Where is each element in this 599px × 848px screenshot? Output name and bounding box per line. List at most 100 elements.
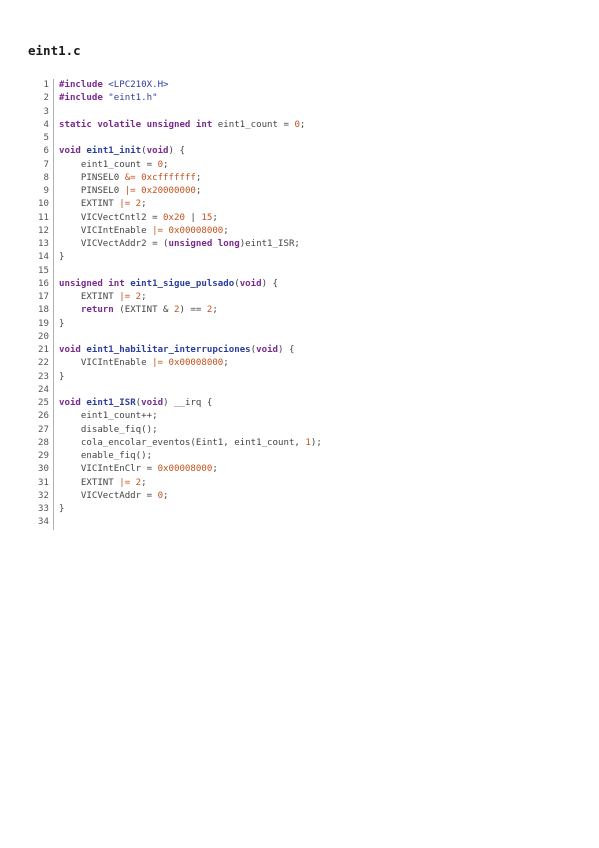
line-number: 22 (28, 357, 54, 371)
line-number: 9 (28, 185, 54, 199)
code-token: 1 (305, 437, 311, 448)
code-token: VICIntEnable (59, 225, 153, 236)
code-token: } (59, 504, 65, 514)
code-token: eint1_count = (59, 159, 158, 170)
code-text: #include <LPC210X.H> (59, 79, 169, 92)
code-token: )eint1_ISR; (239, 239, 300, 249)
code-text: eint1_count++; (59, 410, 158, 423)
code-token: } (59, 318, 65, 329)
code-line: 26 eint1_count++; (28, 410, 322, 424)
code-token: |= (119, 199, 131, 210)
code-text: VICVectAddr = 0; (59, 490, 169, 503)
code-token: 0x00008000 (168, 225, 224, 236)
code-token: void (59, 146, 81, 157)
code-text: unsigned int eint1_sigue_pulsado(void) { (59, 278, 278, 291)
code-text: eint1_count = 0; (59, 159, 169, 172)
code-text: static volatile unsigned int eint1_count… (59, 119, 305, 132)
line-number: 14 (28, 251, 54, 265)
code-token: 0 (157, 490, 164, 501)
code-token: 0x20 (163, 212, 185, 223)
code-line: 10 EXTINT |= 2; (28, 198, 322, 212)
code-token: ) == (179, 305, 207, 316)
code-token: 2 (206, 305, 213, 316)
code-text: } (59, 318, 64, 331)
code-token: disable_fiq(); (59, 424, 158, 435)
line-number: 21 (28, 344, 54, 358)
code-token: ); (310, 437, 322, 448)
code-token: |= (124, 186, 136, 196)
line-number: 5 (28, 132, 54, 146)
code-token: 0x20000000 (141, 186, 196, 196)
code-line: 30 VICIntEnClr = 0x00008000; (28, 463, 322, 477)
line-number: 34 (28, 516, 54, 530)
code-token: unsigned long (168, 239, 240, 249)
code-token (59, 305, 81, 315)
code-block: 1#include <LPC210X.H>2#include "eint1.h"… (28, 79, 322, 530)
code-text: VICVectAddr2 = (unsigned long)eint1_ISR; (59, 238, 300, 251)
code-line: 9 PINSEL0 |= 0x20000000; (28, 185, 322, 199)
code-token: &= (124, 172, 136, 183)
code-token: VICVectCntl2 = (59, 212, 164, 223)
code-token: ; (223, 358, 229, 369)
code-text: VICIntEnable |= 0x00008000; (59, 357, 229, 370)
code-token: ; (163, 159, 169, 170)
code-token: VICIntEnClr = (59, 464, 158, 475)
code-line: 32 VICVectAddr = 0; (28, 489, 322, 503)
line-number: 13 (28, 238, 54, 252)
code-line: 25 void eint1_ISR(void) __irq { (28, 397, 322, 411)
code-token: 2 (174, 305, 180, 316)
code-token: 0 (294, 119, 300, 130)
code-text: PINSEL0 &= 0xcfffffff; (59, 172, 201, 185)
code-line: 5 (28, 132, 322, 146)
code-token: ) { (278, 345, 295, 355)
code-line: 2#include "eint1.h" (28, 92, 322, 106)
code-token: (EXTINT & (113, 305, 174, 316)
line-number: 24 (28, 383, 54, 397)
line-number: 11 (28, 211, 54, 225)
code-token: eint1_ISR (86, 398, 136, 408)
code-text: return (EXTINT & 2) == 2; (59, 304, 218, 317)
line-number: 17 (28, 291, 54, 305)
code-line: 33} (28, 503, 322, 517)
code-token: ; (141, 477, 147, 488)
code-line: 7 eint1_count = 0; (28, 158, 322, 172)
file-title: eint1.c (28, 43, 81, 58)
code-token: <LPC210X.H> (108, 80, 169, 90)
line-number: 25 (28, 397, 54, 411)
code-line: 15 (28, 264, 322, 278)
line-number: 19 (28, 317, 54, 331)
code-token: 2 (135, 199, 142, 210)
code-text: EXTINT |= 2; (59, 198, 147, 211)
code-token: ; (141, 292, 147, 302)
code-token: #include (59, 80, 103, 90)
code-line: 20 (28, 330, 322, 344)
code-text: void eint1_ISR(void) __irq { (59, 397, 212, 410)
code-text: void eint1_init(void) { (59, 145, 185, 158)
code-token: void (141, 398, 164, 408)
line-number: 2 (28, 92, 54, 106)
code-token: ) { (168, 146, 185, 157)
line-number: 20 (28, 330, 54, 344)
code-token: ( (141, 146, 147, 157)
code-line: 13 VICVectAddr2 = (unsigned long)eint1_I… (28, 238, 322, 252)
code-text: VICVectCntl2 = 0x20 | 15; (59, 212, 218, 225)
code-token: ( (250, 345, 257, 355)
code-token: ; (195, 172, 202, 183)
code-token: ( (135, 398, 142, 408)
line-number: 27 (28, 423, 54, 437)
code-token: void (256, 345, 279, 355)
code-line: 11 VICVectCntl2 = 0x20 | 15; (28, 211, 322, 225)
code-line: 23} (28, 370, 322, 384)
line-number: 15 (28, 264, 54, 278)
code-token: void (59, 345, 81, 355)
code-token: ; (141, 199, 147, 210)
line-number: 30 (28, 463, 54, 477)
code-token: static volatile unsigned int (59, 119, 213, 130)
line-number: 32 (28, 489, 54, 503)
code-text: VICIntEnClr = 0x00008000; (59, 463, 218, 476)
code-token: EXTINT (59, 199, 120, 210)
line-number: 18 (28, 304, 54, 318)
code-token: 0x00008000 (157, 464, 213, 475)
